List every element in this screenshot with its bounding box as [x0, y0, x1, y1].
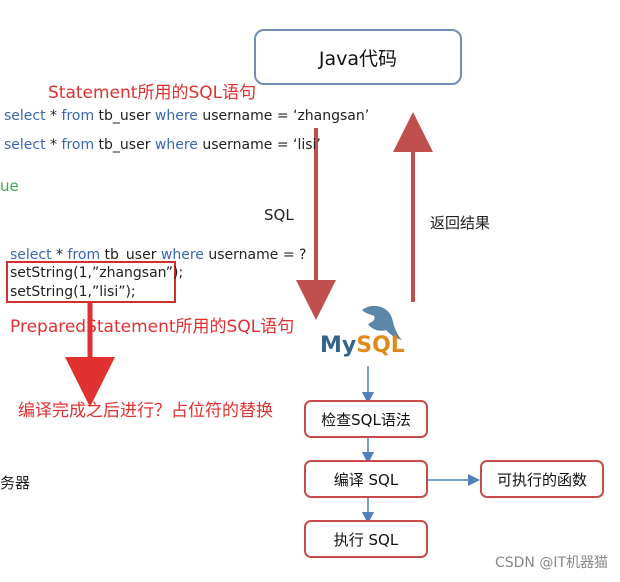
java-code-box: Java代码	[254, 29, 462, 85]
sql-label: SQL	[264, 206, 294, 224]
compile-sql-box: 编译 SQL	[304, 460, 428, 498]
statement-sql-line-1: select * from tb_user where username = ‘…	[4, 108, 370, 124]
executable-function-box: 可执行的函数	[480, 460, 604, 498]
check-sql-syntax-box: 检查SQL语法	[304, 400, 428, 438]
set-string-line-2: setString(1,”lisi”);	[10, 284, 136, 300]
mysql-logo-sql: SQL	[356, 333, 405, 358]
watermark: CSDN @IT机器猫	[494, 555, 608, 571]
statement-sql-line-2: select * from tb_user where username = ‘…	[4, 137, 321, 153]
compile-note: 编译完成之后进行？占位符的替换	[18, 401, 273, 421]
dolphin-icon	[362, 305, 402, 340]
server-fragment-text: 务器	[0, 474, 31, 492]
mysql-logo: MySQL	[320, 333, 405, 358]
return-result-label: 返回结果	[430, 214, 491, 232]
execute-sql-box: 执行 SQL	[304, 520, 428, 558]
prepared-title: PreparedStatement所用的SQL语句	[10, 317, 295, 337]
mysql-logo-my: My	[320, 333, 357, 358]
prepared-query-line: select * from tb_user where username = ?	[10, 247, 307, 263]
left-fragment-text: ue	[0, 177, 19, 195]
set-string-box	[6, 261, 176, 303]
set-string-line-1: setString(1,”zhangsan”);	[10, 265, 184, 281]
statement-title: Statement所用的SQL语句	[48, 83, 257, 103]
